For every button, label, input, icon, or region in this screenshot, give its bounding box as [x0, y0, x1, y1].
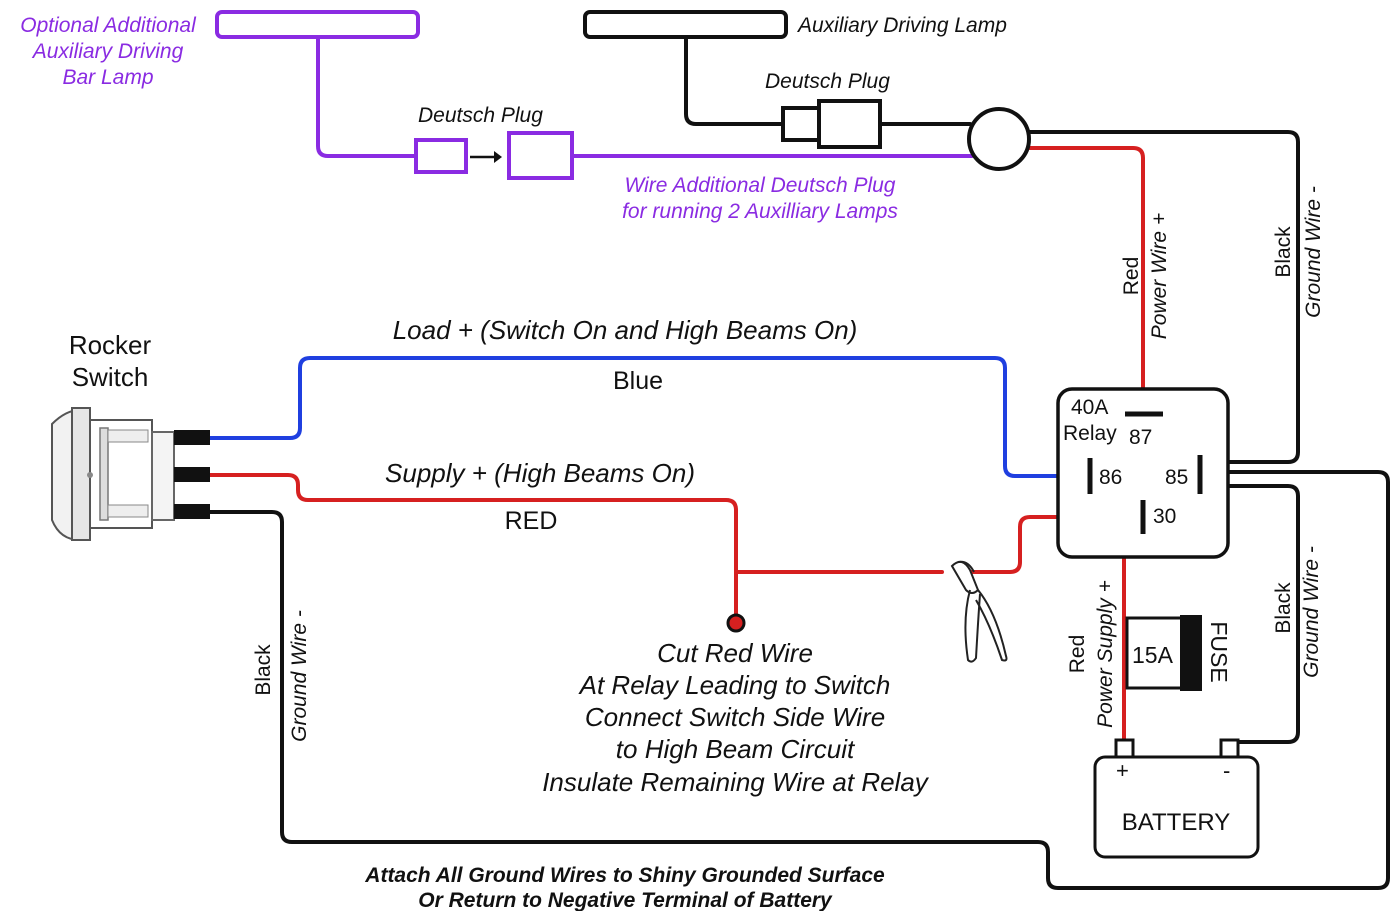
battery-ground-color: Black	[1272, 582, 1295, 634]
relay-pin-85-label: 85	[1165, 466, 1188, 489]
instruction-line-5: Insulate Remaining Wire at Relay	[542, 767, 930, 797]
battery-supply-name: Power Supply +	[1094, 580, 1117, 728]
optional-lamp-label-3: Bar Lamp	[62, 66, 153, 89]
black-wire-lamp-ground	[1024, 130, 1300, 464]
fuse-rating: 15A	[1132, 642, 1174, 668]
supply-wire-label: Supply + (High Beams On)	[385, 458, 695, 488]
instruction-line-1: Cut Red Wire	[657, 638, 813, 668]
wire-cutter-icon	[950, 560, 1008, 663]
aux-lamp-label: Auxiliary Driving Lamp	[796, 14, 1007, 37]
black-wire-aux-lamp	[684, 34, 788, 126]
battery-terminal-positive	[1114, 738, 1135, 759]
deutsch-plug-label-1: Deutsch Plug	[418, 104, 543, 127]
relay-pin-87-label: 87	[1129, 426, 1152, 449]
battery-supply-color: Red	[1066, 635, 1089, 674]
lamp-ground-name: Ground Wire -	[1302, 186, 1325, 318]
red-wire-to-relay-30	[966, 515, 1142, 574]
load-wire-label: Load + (Switch On and High Beams On)	[393, 315, 858, 345]
battery-plus: +	[1116, 758, 1129, 783]
instruction-line-2: At Relay Leading to Switch	[578, 670, 891, 700]
deutsch-plug-label-2: Deutsch Plug	[765, 70, 890, 93]
switch-ground-name: Ground Wire -	[288, 610, 311, 742]
relay-box	[1056, 387, 1230, 559]
switch-ground-color: Black	[252, 644, 275, 696]
additional-plug-note-1: Wire Additional Deutsch Plug	[624, 174, 895, 197]
footer-line-1: Attach All Ground Wires to Shiny Grounde…	[364, 864, 885, 887]
load-wire-color: Blue	[613, 367, 663, 395]
switch-terminal-ground	[174, 504, 210, 519]
fuse-body	[1125, 616, 1189, 690]
instruction-line-4: to High Beam Circuit	[616, 734, 856, 764]
optional-lamp-label-1: Optional Additional	[20, 14, 197, 37]
rocker-switch	[51, 407, 175, 542]
relay-rating: 40A	[1071, 396, 1108, 419]
lamp-ground-color: Black	[1272, 226, 1295, 278]
relay-pin-30-label: 30	[1153, 505, 1176, 528]
supply-wire-color: RED	[505, 507, 558, 535]
black-plug-male	[781, 106, 821, 142]
junction-connector	[967, 107, 1031, 171]
red-wire-supply	[206, 473, 738, 624]
fuse-cap	[1180, 615, 1202, 691]
switch-terminal-supply	[174, 467, 210, 482]
lamp-power-color: Red	[1120, 257, 1143, 296]
purple-plug-female	[507, 131, 574, 180]
battery-label: BATTERY	[1122, 809, 1230, 836]
black-wire-switch-ground	[206, 470, 1390, 890]
relay-pin-86-label: 86	[1099, 466, 1122, 489]
footer-line-2: Or Return to Negative Terminal of Batter…	[418, 889, 833, 911]
red-wire-lamp-power	[1028, 146, 1145, 412]
battery-terminal-negative	[1219, 738, 1240, 759]
fuse-label: FUSE	[1206, 621, 1232, 682]
lamp-power-name: Power Wire +	[1148, 213, 1171, 339]
battery-ground-name: Ground Wire -	[1300, 546, 1323, 678]
black-wire-battery-ground	[1198, 484, 1300, 744]
relay-name: Relay	[1063, 422, 1117, 445]
rocker-switch-title-1: Rocker	[69, 330, 152, 360]
purple-plug-male	[414, 138, 468, 174]
instruction-line-3: Connect Switch Side Wire	[585, 702, 885, 732]
battery-minus: -	[1223, 758, 1230, 783]
aux-lamp-bar	[583, 10, 788, 39]
blue-wire-load	[206, 356, 1090, 478]
optional-lamp-label-2: Auxiliary Driving	[31, 40, 184, 63]
purple-wire-optional-lamp	[316, 34, 418, 158]
cut-point-marker	[726, 613, 746, 633]
additional-plug-note-2: for running 2 Auxilliary Lamps	[622, 200, 898, 223]
black-plug-female	[817, 99, 882, 149]
optional-lamp-bar	[215, 10, 420, 39]
rocker-switch-title-2: Switch	[72, 362, 149, 392]
battery-body	[1093, 755, 1260, 859]
switch-terminal-load	[174, 430, 210, 445]
plug-arrow-head	[494, 151, 502, 163]
